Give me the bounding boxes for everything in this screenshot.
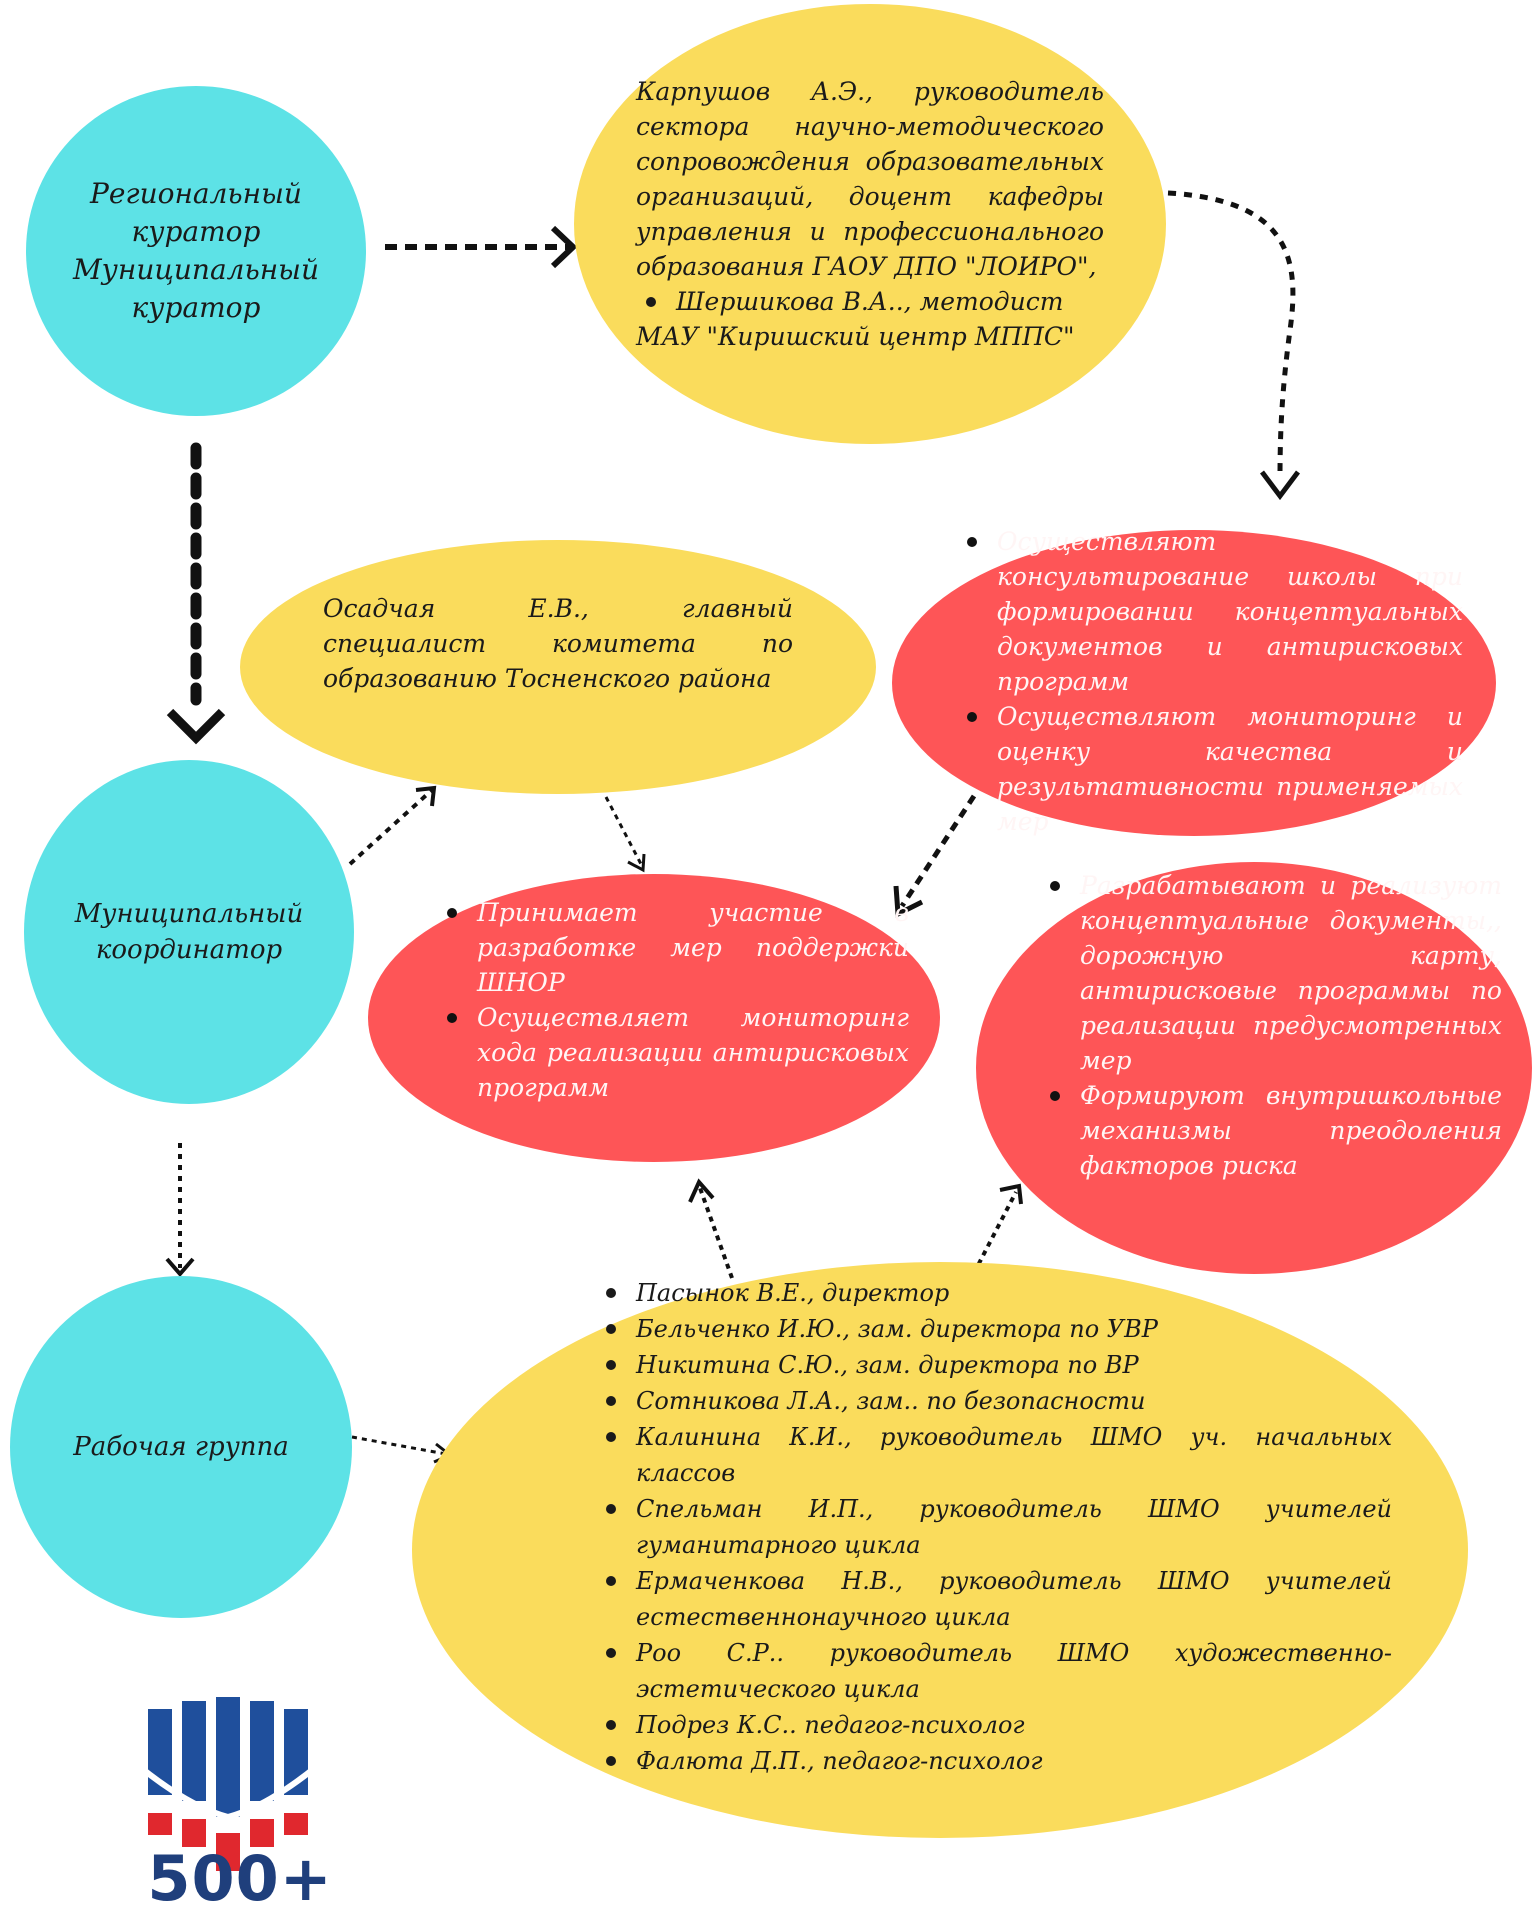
member-item: Ермаченкова Н.В., руководитель ШМО учите…: [602, 1563, 1392, 1635]
program-500-logo: [140, 1697, 318, 1871]
member-item: Бельченко И.Ю., зам. директора по УВР: [602, 1311, 1392, 1347]
arrow-curatorduties-to-coordinatorduties: [899, 794, 977, 908]
member-item: Никитина С.Ю., зам. директора по ВР: [602, 1347, 1392, 1383]
member-item: Подрез К.С.. педагог-психолог: [602, 1707, 1392, 1743]
curator-duty-item: Осуществляют консультирование школы при …: [963, 524, 1463, 699]
coordinator-duty-item: Принимает участие в разработке мер подде…: [443, 895, 909, 1000]
arrow-working-group-to-members: [351, 1435, 447, 1456]
regional-curator-label: Региональный куратор: [90, 177, 302, 248]
regional-curator-node: Региональный куратор Муниципальный курат…: [26, 86, 366, 416]
arrow-coordinator-to-osadchaya: [348, 788, 434, 866]
school-duty-item: Разрабатывают и реализуют концептуальные…: [1046, 868, 1502, 1078]
arrow-members-to-coordinatorduties: [698, 1187, 734, 1279]
members-list: Пасынок В.Е., директор Бельченко И.Ю., з…: [602, 1275, 1392, 1779]
school-duty-item: Формируют внутришкольные механизмы преод…: [1046, 1078, 1502, 1183]
municipal-coordinator-label: Муниципальный координатор: [74, 899, 304, 965]
coordinator-duty-item: Осуществляет мониторинг хода реализации …: [443, 1000, 909, 1105]
municipal-coordinator-node: Муниципальный координатор: [24, 760, 354, 1104]
curator-duty-item: Осуществляют мониторинг и оценку качеств…: [963, 699, 1463, 839]
member-item: Пасынок В.Е., директор: [602, 1275, 1392, 1311]
arrow-curators-to-duties: [1167, 190, 1296, 479]
curator-karpushov: Карпушов А.Э., руководитель сектора науч…: [636, 77, 1104, 281]
member-item: Калинина К.И., руководитель ШМО уч. нача…: [602, 1419, 1392, 1491]
member-item: Фалюта Д.П., педагог-психолог: [602, 1743, 1392, 1779]
osadchaya-text: Осадчая Е.В., главный специалист комитет…: [323, 593, 793, 693]
member-item: Сотникова Л.А., зам.. по безопасности: [602, 1383, 1392, 1419]
member-item: Спельман И.П., руководитель ШМО учителей…: [602, 1491, 1392, 1563]
school-duties-node: Разрабатывают и реализуют концептуальные…: [976, 862, 1532, 1274]
curator-shershikova: Шершикова В.А.., методист: [642, 284, 1104, 319]
working-group-node: Рабочая группа: [10, 1276, 352, 1618]
osadchaya-node: Осадчая Е.В., главный специалист комитет…: [240, 540, 876, 794]
curator-duties-list: Осуществляют консультирование школы при …: [963, 524, 1463, 839]
working-group-label: Рабочая группа: [73, 1432, 289, 1462]
municipal-curator-label: Муниципальный куратор: [72, 253, 320, 324]
arrow-osadchaya-to-duties: [604, 796, 644, 867]
curators-node: Карпушов А.Э., руководитель сектора науч…: [574, 4, 1166, 444]
arrow-members-to-schoolduties: [972, 1191, 1018, 1274]
curator-duties-node: Осуществляют консультирование школы при …: [892, 527, 1496, 836]
curator-organization: МАУ "Киришский центр МППС": [636, 322, 1075, 351]
member-item: Роо С.Р.. руководитель ШМО художественно…: [602, 1635, 1392, 1707]
coordinator-duties-list: Принимает участие в разработке мер подде…: [443, 895, 909, 1105]
logo-text: 500+: [147, 1842, 333, 1915]
school-duties-list: Разрабатывают и реализуют концептуальные…: [1046, 868, 1502, 1183]
members-node: Пасынок В.Е., директор Бельченко И.Ю., з…: [412, 1262, 1468, 1838]
coordinator-duties-node: Принимает участие в разработке мер подде…: [368, 874, 940, 1162]
